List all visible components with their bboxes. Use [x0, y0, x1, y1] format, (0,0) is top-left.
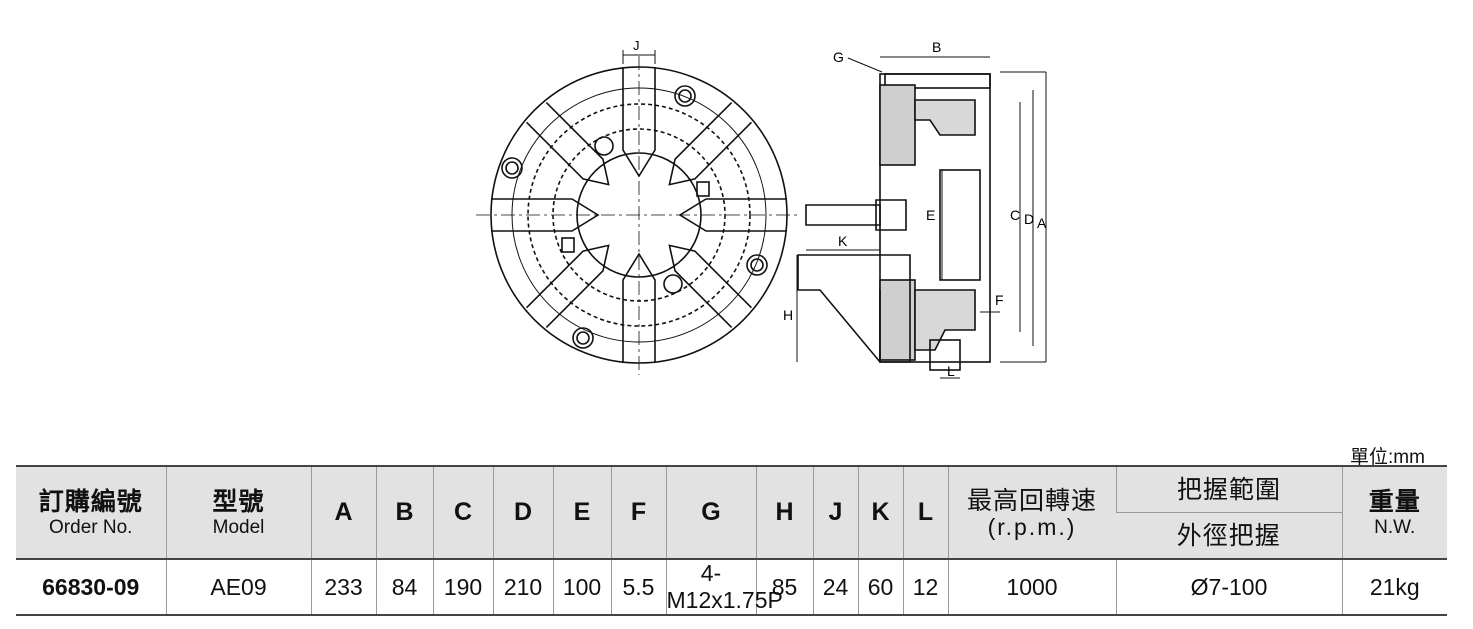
cell-l: 12: [902, 558, 948, 616]
front-view: [476, 56, 800, 375]
header-model: 型號 Model: [165, 465, 311, 559]
label-h: H: [783, 307, 793, 323]
cell-grip: Ø7-100: [1115, 558, 1342, 616]
cell-e: 100: [552, 558, 611, 616]
cell-order: 66830-09: [16, 558, 166, 616]
header-b: B: [375, 465, 433, 559]
header-k: K: [857, 465, 903, 559]
table-row: 66830-09 AE09 233 84 190 210 100 5.5 4-M…: [16, 558, 1447, 616]
chuck-technical-drawing: J B G C D A E K H F L: [476, 38, 1047, 379]
header-subrow: 外徑把握: [16, 512, 1447, 559]
cell-k: 60: [857, 558, 903, 616]
side-view: [797, 73, 991, 371]
cell-j: 24: [812, 558, 858, 616]
header-j: J: [812, 465, 858, 559]
header-grip: 把握範圍: [1115, 465, 1342, 513]
cell-b: 84: [375, 558, 433, 616]
label-c: C: [1010, 207, 1020, 223]
label-b: B: [932, 39, 941, 55]
header-grip-sub: 外徑把握: [1116, 512, 1342, 559]
header-a: A: [310, 465, 376, 559]
cell-f: 5.5: [610, 558, 666, 616]
side-dimensions: [796, 56, 1047, 379]
label-f: F: [995, 292, 1004, 308]
cell-h: 85: [755, 558, 813, 616]
dim-j: [622, 50, 656, 64]
cell-g: 4-M12x1.75P: [665, 558, 783, 616]
cell-rpm: 1000: [947, 558, 1116, 616]
label-k: K: [838, 233, 848, 249]
header-row: 訂購編號 Order No. 型號 Model A B C D E F G H …: [16, 465, 1447, 559]
label-g: G: [833, 49, 844, 65]
unit-note: 單位:mm: [1350, 447, 1425, 468]
header-f: F: [610, 465, 666, 559]
cell-model: AE09: [165, 558, 311, 616]
label-d: D: [1024, 211, 1034, 227]
cell-nw: 21kg: [1341, 558, 1447, 616]
header-g: G: [665, 465, 756, 559]
label-e: E: [926, 207, 935, 223]
header-l: L: [902, 465, 948, 559]
header-h: H: [755, 465, 813, 559]
header-e: E: [552, 465, 611, 559]
label-j: J: [633, 38, 640, 53]
label-a: A: [1037, 215, 1047, 231]
header-c: C: [432, 465, 493, 559]
spec-table: 訂購編號 Order No. 型號 Model A B C D E F G H …: [16, 465, 1447, 616]
cell-c: 190: [432, 558, 493, 616]
cell-d: 210: [492, 558, 553, 616]
cell-a: 233: [310, 558, 376, 616]
header-d: D: [492, 465, 553, 559]
header-order: 訂購編號 Order No.: [16, 465, 166, 559]
label-l: L: [947, 363, 955, 379]
header-nw: 重量 N.W.: [1341, 465, 1447, 559]
header-rpm: 最高回轉速 (r.p.m.): [947, 465, 1116, 559]
